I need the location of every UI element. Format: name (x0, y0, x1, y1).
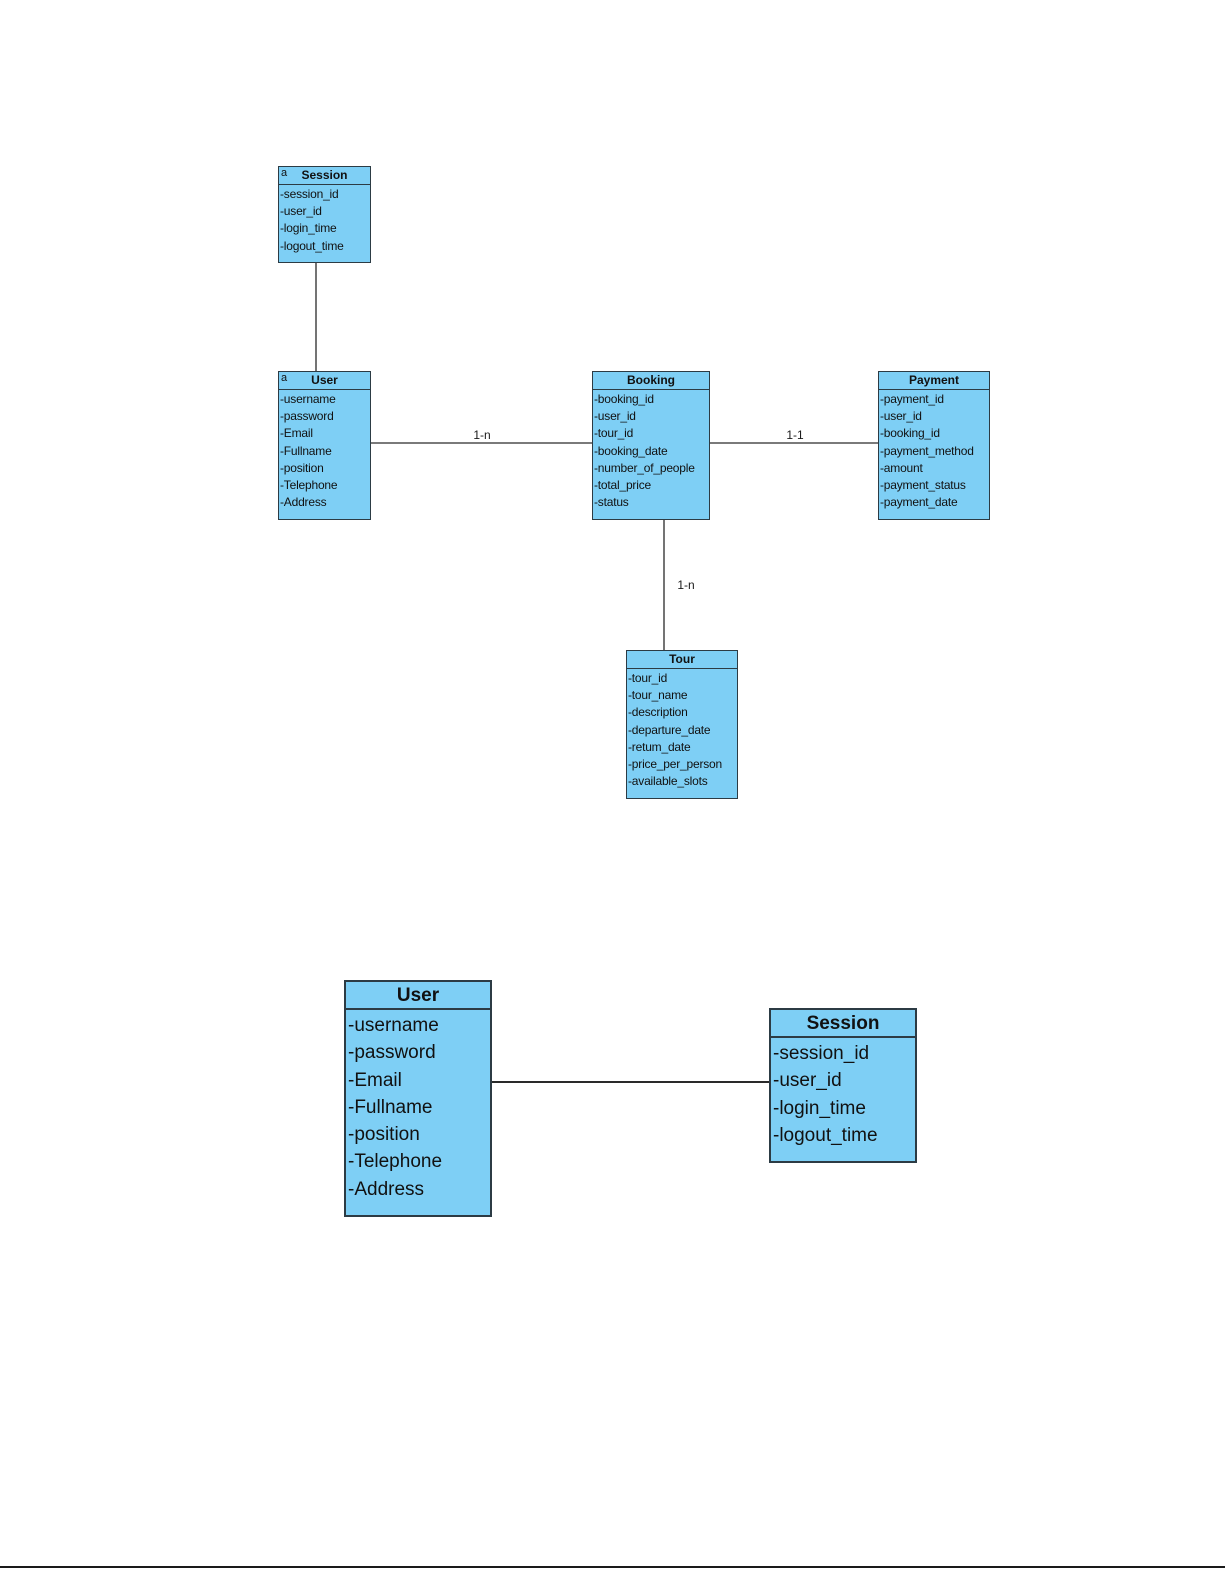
attribute: -user_id (280, 204, 322, 219)
attribute: -session_id (280, 187, 339, 201)
tour-class[interactable]: Tour -tour_id -tour_name -description -d… (626, 650, 738, 799)
booking-class-header: Booking (593, 372, 709, 390)
attribute: -logout_time (280, 238, 344, 253)
session-large-class-header: Session (771, 1010, 915, 1038)
attribute: -departure_date (628, 722, 711, 737)
attribute: -login_time (280, 221, 337, 236)
attribute: -login_time (773, 1097, 866, 1119)
attribute: -user_id (880, 409, 922, 424)
attribute: -password (280, 409, 334, 424)
attribute: -position (348, 1124, 420, 1146)
attribute: -session_id (773, 1043, 870, 1064)
user-large-class-title: User (396, 985, 440, 1006)
attribute: -Email (348, 1069, 402, 1091)
attribute: -booking_id (594, 392, 654, 406)
attribute: -booking_date (594, 443, 668, 458)
tour-class-header: Tour (627, 651, 737, 669)
attribute: -Address (348, 1178, 425, 1200)
attribute: -user_id (594, 409, 636, 424)
user-class-header: a User (279, 372, 370, 390)
page-bottom-rule (0, 1566, 1225, 1568)
attribute: -payment_status (880, 478, 966, 493)
attribute: -status (594, 495, 629, 510)
attribute: -Fullname (280, 443, 332, 458)
attribute: -Telephone (280, 478, 338, 493)
session-class-large[interactable]: Session -session_id -user_id -login_time… (769, 1008, 917, 1163)
payment-class-title: Payment (908, 373, 960, 387)
attribute: -user_id (773, 1070, 842, 1092)
attribute: -description (628, 705, 688, 720)
user-attribute-list: -username -password -Email -Fullname -po… (279, 390, 370, 511)
attribute: -price_per_person (628, 757, 722, 772)
attribute: -available_slots (628, 774, 708, 789)
user-class-title: User (311, 373, 338, 387)
attribute: -amount (880, 460, 923, 475)
stereotype-icon: a (281, 372, 288, 384)
attribute: -username (280, 392, 336, 406)
booking-class-title: Booking (627, 373, 675, 387)
attribute: -tour_name (628, 688, 688, 703)
session-large-class-title: Session (806, 1013, 880, 1034)
stereotype-icon: a (281, 167, 288, 179)
attribute: -password (348, 1042, 436, 1064)
session-class-title: Session (301, 168, 348, 182)
attribute: -tour_id (594, 426, 634, 441)
attribute: -payment_id (880, 392, 944, 406)
session-class[interactable]: a Session -session_id -user_id -login_ti… (278, 166, 371, 263)
tour-class-title: Tour (669, 652, 695, 666)
attribute: -payment_method (880, 443, 974, 458)
session-attribute-list: -session_id -user_id -login_time -logout… (279, 185, 370, 255)
booking-payment-multiplicity: 1-1 (786, 428, 804, 442)
attribute: -logout_time (773, 1124, 878, 1146)
user-large-attribute-list: -username -password -Email -Fullname -po… (346, 1010, 490, 1203)
attribute: -payment_date (880, 495, 958, 510)
booking-class[interactable]: Booking -booking_id -user_id -tour_id -b… (592, 371, 710, 520)
attribute: -booking_id (880, 426, 940, 441)
attribute: -tour_id (628, 671, 668, 685)
payment-class-header: Payment (879, 372, 989, 390)
session-class-header: a Session (279, 167, 370, 185)
attribute: -Email (280, 426, 313, 441)
attribute: -Fullname (348, 1096, 433, 1118)
user-class-large[interactable]: User -username -password -Email -Fullnam… (344, 980, 492, 1217)
tour-attribute-list: -tour_id -tour_name -description -depart… (627, 669, 737, 790)
attribute: -number_of_people (594, 460, 695, 475)
attribute: -total_price (594, 478, 651, 493)
booking-attribute-list: -booking_id -user_id -tour_id -booking_d… (593, 390, 709, 511)
user-booking-multiplicity: 1-n (473, 428, 491, 442)
session-large-attribute-list: -session_id -user_id -login_time -logout… (771, 1038, 915, 1149)
attribute: -Address (280, 495, 327, 510)
attribute: -username (348, 1015, 439, 1036)
payment-attribute-list: -payment_id -user_id -booking_id -paymen… (879, 390, 989, 511)
attribute: -retum_date (628, 739, 691, 754)
attribute: -position (280, 460, 324, 475)
booking-tour-multiplicity: 1-n (677, 578, 695, 592)
attribute: -Telephone (348, 1151, 443, 1173)
user-class[interactable]: a User -username -password -Email -Fulln… (278, 371, 371, 520)
user-large-class-header: User (346, 982, 490, 1010)
payment-class[interactable]: Payment -payment_id -user_id -booking_id… (878, 371, 990, 520)
